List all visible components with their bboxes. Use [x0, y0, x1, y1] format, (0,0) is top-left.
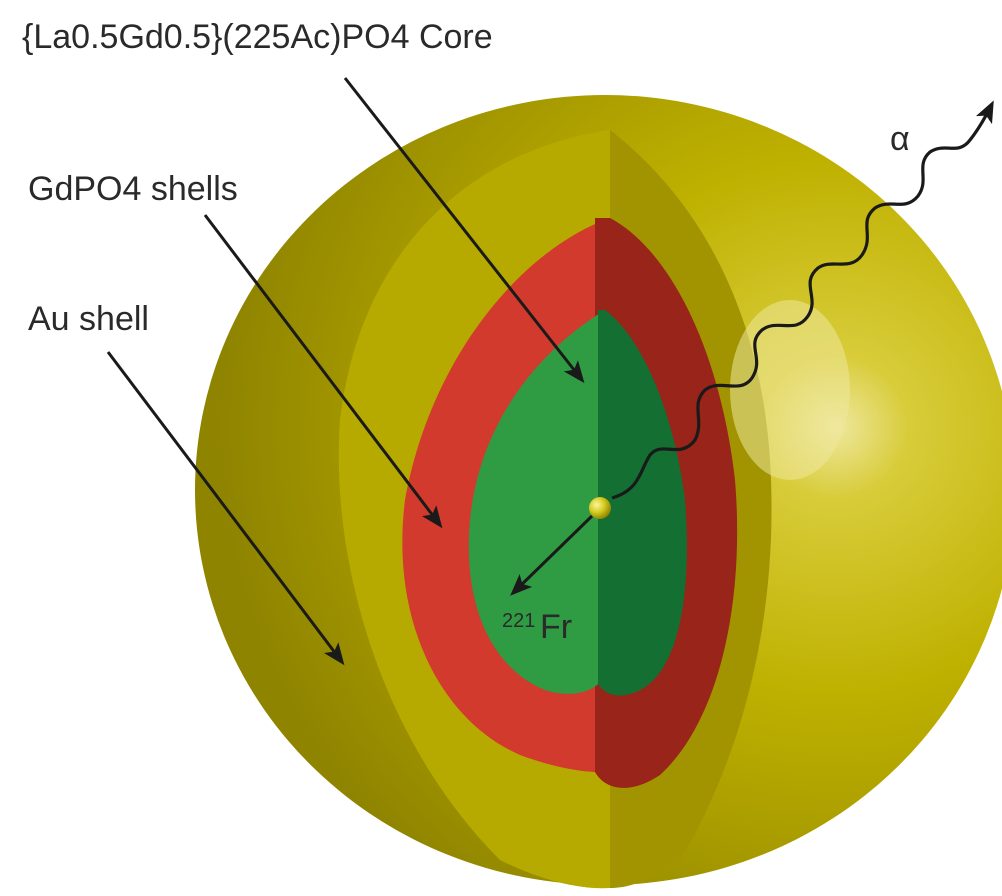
- gdpo4-label: GdPO4 shells: [28, 170, 238, 208]
- alpha-label: α: [890, 120, 910, 158]
- core-right: [598, 310, 687, 696]
- fr-recoil-arrow: [510, 514, 594, 596]
- ac-225-atom: [589, 497, 611, 519]
- core-left: [468, 310, 605, 694]
- gdpo4-label-arrow: [203, 214, 443, 529]
- fr-mass-number: 221: [502, 610, 535, 632]
- au-label: Au shell: [28, 300, 149, 338]
- core-label-arrow: [343, 77, 585, 384]
- fr-symbol: Fr: [540, 608, 572, 646]
- alpha-track: [611, 100, 994, 500]
- core-label: {La0.5Gd0.5}(225Ac)PO4 Core: [22, 18, 493, 56]
- au-sphere-highlight: [730, 300, 850, 480]
- au-label-arrow: [106, 351, 345, 666]
